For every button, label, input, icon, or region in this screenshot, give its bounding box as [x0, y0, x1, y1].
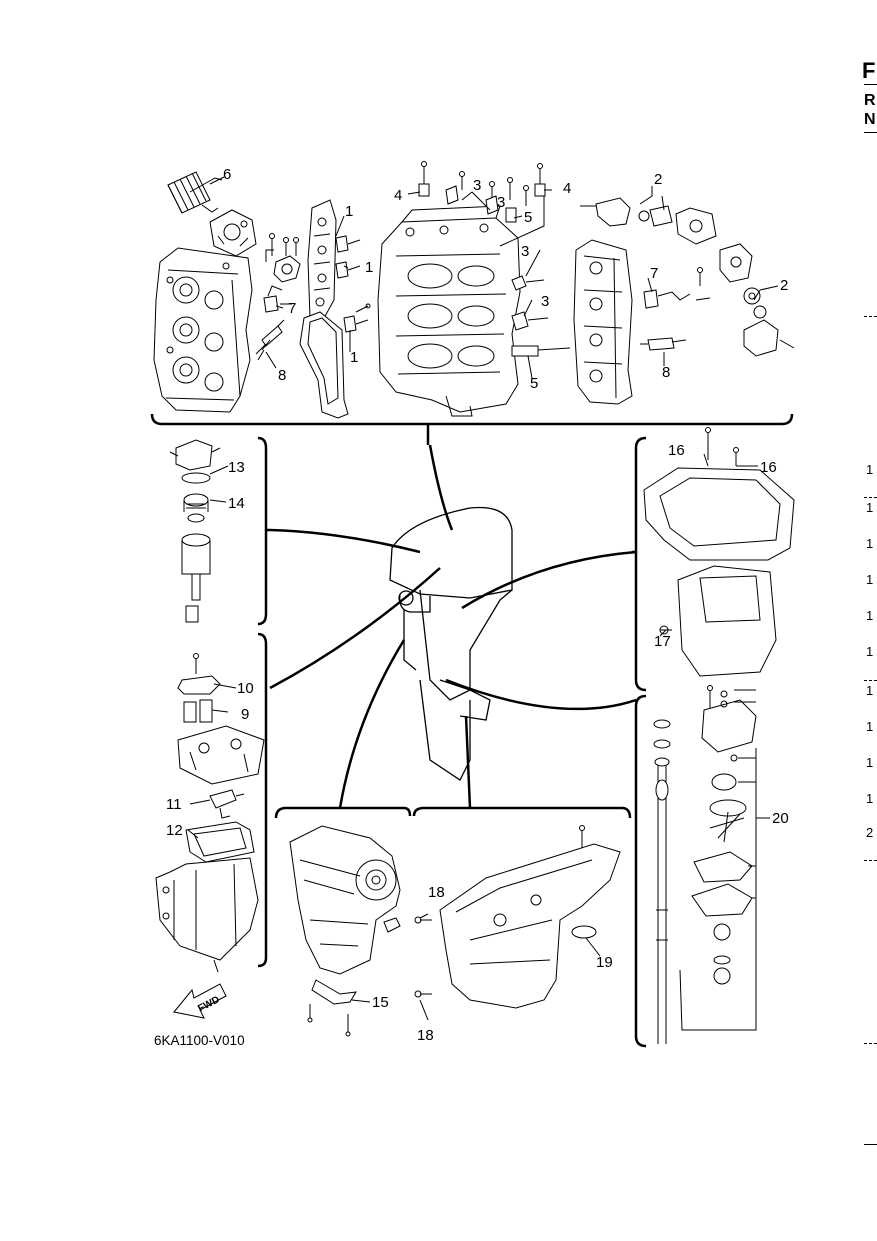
callout-18: 18 [428, 884, 445, 901]
callout-20: 20 [772, 810, 789, 827]
oil-pressure-switch-part [580, 197, 717, 245]
oil-pan-part [643, 427, 795, 677]
edge-rule [864, 497, 877, 498]
edge-number: 1 [866, 791, 874, 806]
throttle-sensor-part [209, 789, 245, 819]
edge-number: 2 [866, 825, 874, 840]
callout-8: 8 [662, 364, 670, 381]
edge-letter-n: N [864, 111, 876, 128]
callout-17: 17 [654, 633, 671, 650]
edge-rule [864, 1043, 877, 1044]
callout-14: 14 [228, 495, 245, 512]
callout-19: 19 [596, 954, 613, 971]
edge-number: 1 [866, 755, 874, 770]
callout-6: 6 [223, 166, 231, 183]
edge-rule [864, 84, 877, 85]
edge-rule [864, 316, 877, 317]
edge-number: 1 [866, 572, 874, 587]
upper-casing-part [289, 825, 401, 1037]
callout-15: 15 [372, 994, 389, 1011]
edge-letter-f: F [862, 58, 876, 83]
edge-number: 1 [866, 462, 874, 477]
exhaust-cover-part [307, 199, 337, 319]
exhaust-gasket-part [299, 311, 349, 419]
callout-3: 3 [521, 243, 529, 260]
left-upper-bracket [257, 436, 270, 626]
edge-number: 1 [866, 500, 874, 515]
callout-3: 3 [541, 293, 549, 310]
edge-number: 1 [866, 644, 874, 659]
spark-plug-right [640, 337, 687, 351]
lower-casing-part [414, 825, 621, 1009]
edge-number: 1 [866, 608, 874, 623]
edge-rule [864, 1144, 877, 1145]
cylinder-head-right [573, 239, 633, 405]
edge-rule [864, 680, 877, 681]
callout-1: 1 [365, 259, 373, 276]
callout-7: 7 [288, 300, 296, 317]
cylinder-head-left [153, 247, 253, 413]
callout-10: 10 [237, 680, 254, 697]
bottom-right-bracket [412, 806, 632, 819]
edge-number: 1 [866, 536, 874, 551]
fwd-arrow-icon [173, 983, 227, 1019]
callout-13: 13 [228, 459, 245, 476]
callout-3: 3 [473, 177, 481, 194]
edge-number: 1 [866, 683, 874, 698]
callout-16: 16 [668, 442, 685, 459]
callout-2: 2 [780, 277, 788, 294]
intake-valve-parts [177, 653, 265, 785]
outboard-motor-outline [389, 506, 513, 781]
bottom-left-bracket [274, 806, 412, 819]
callout-7: 7 [650, 265, 658, 282]
temperature-sensor-left [263, 285, 292, 313]
oil-filter-part [167, 171, 223, 214]
callout-18: 18 [417, 1027, 434, 1044]
fuel-filter-part [169, 439, 221, 623]
right-lower-bracket [634, 694, 647, 1048]
oil-pump-part [209, 209, 257, 257]
edge-rule [864, 132, 877, 133]
left-lower-bracket [257, 632, 268, 968]
thermostat-cover-part [265, 233, 301, 283]
cylinder-block-part [377, 205, 521, 417]
intake-manifold-part [155, 821, 259, 973]
callout-8: 8 [278, 367, 286, 384]
edge-number: 1 [866, 719, 874, 734]
callout-12: 12 [166, 822, 183, 839]
callout-9: 9 [241, 706, 249, 723]
spark-plug-left [255, 319, 285, 361]
callout-3: 3 [497, 194, 505, 211]
right-upper-bracket [632, 436, 647, 692]
callout-1: 1 [350, 349, 358, 366]
callout-leaders [187, 176, 779, 1021]
leader-lines [269, 444, 637, 809]
edge-letter-r: R [864, 92, 876, 109]
block-bolts-parts [418, 161, 571, 357]
callout-4: 4 [563, 180, 571, 197]
thermostat-housing-right [719, 243, 795, 357]
edge-rule [864, 860, 877, 861]
callout-5: 5 [524, 209, 532, 226]
callout-16: 16 [760, 459, 777, 476]
figure-code: 6KA1100-V010 [154, 1033, 245, 1048]
callout-4: 4 [394, 187, 402, 204]
top-bracket [150, 413, 794, 445]
anode-block-parts [335, 235, 371, 333]
callout-11: 11 [166, 796, 182, 813]
callout-2: 2 [654, 171, 662, 188]
water-pump-parts [679, 685, 757, 1031]
callout-5: 5 [530, 375, 538, 392]
drive-shaft-part [653, 719, 671, 1044]
callout-1: 1 [345, 203, 353, 220]
